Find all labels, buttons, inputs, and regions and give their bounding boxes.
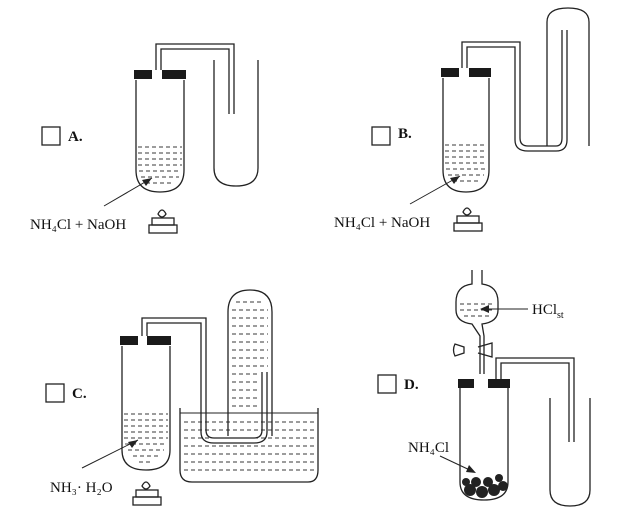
inverted-cylinder-c [227,289,273,436]
delivery-tube-b-inner [466,30,568,152]
burner-a [148,209,178,234]
delivery-tube-d-inner [500,362,570,442]
substance-d-label: NH₄Cl [408,440,449,456]
panel-d: D. HClst [377,270,591,507]
test-tube-c [121,346,171,471]
option-b-label: B. [398,126,412,142]
stopper-b-left [441,68,459,77]
test-tube-b [442,78,490,193]
delivery-tube-a-inner [160,48,230,114]
stopper-b-right [469,68,491,77]
arrow-c [81,439,139,469]
arrow-d-head [466,465,476,473]
answer-checkbox-c[interactable] [45,383,65,403]
panel-a: A. NH₄Cl + NaOH [30,43,259,234]
stopper-d-right [488,379,510,388]
delivery-tube-d-outer [495,357,575,442]
arrow-b-head [450,176,460,184]
stopper-c-right [147,336,171,345]
option-a-label: A. [68,129,83,145]
trough-water-c [184,421,314,471]
stopper-a-left [134,70,152,79]
arrow-c-head [128,440,138,448]
burner-b [453,207,483,232]
test-tube-a [135,80,185,193]
option-c-label: C. [72,386,87,402]
stopper-a-right [162,70,186,79]
option-d-label: D. [404,377,419,393]
substance-b-label: NH₄Cl + NaOH [334,215,430,231]
answer-checkbox-b[interactable] [371,126,391,146]
solid-ammonium-chloride [462,474,508,498]
collecting-tube-a [213,60,259,187]
collecting-tube-b [546,7,590,146]
substance-a-label: NH₄Cl + NaOH [30,217,126,233]
panel-b: B. NH₄Cl + NaOH [334,7,590,232]
stopper-c-left [120,336,138,345]
collecting-tube-d [549,398,591,507]
liquid-b [445,144,487,182]
substance-c-label: NH₃· H₂O [50,480,113,496]
delivery-tube-c-outer [141,317,263,439]
funnel-d-right [481,270,499,374]
cylinder-water-c [232,301,268,407]
answer-checkbox-d[interactable] [377,374,397,394]
water-trough-c [179,408,319,483]
funnel-reagent-label: HClst [532,302,564,321]
burner-c [132,481,162,506]
stopcock-d[interactable] [452,343,465,357]
delivery-tube-b-outer [461,30,563,147]
stopcock-d-handle[interactable] [477,342,493,358]
funnel-d-left [455,270,481,374]
arrow-a-head [142,178,152,186]
panel-c: C. [45,289,319,506]
delivery-tube-c-inner [146,322,268,444]
liquid-a [138,146,182,184]
stopper-d-left [458,379,474,388]
answer-checkbox-a[interactable] [41,126,61,146]
arrow-d-funnel-head [480,305,489,313]
arrow-b [409,175,461,205]
delivery-tube-a-outer [155,43,235,114]
liquid-c [124,413,168,463]
